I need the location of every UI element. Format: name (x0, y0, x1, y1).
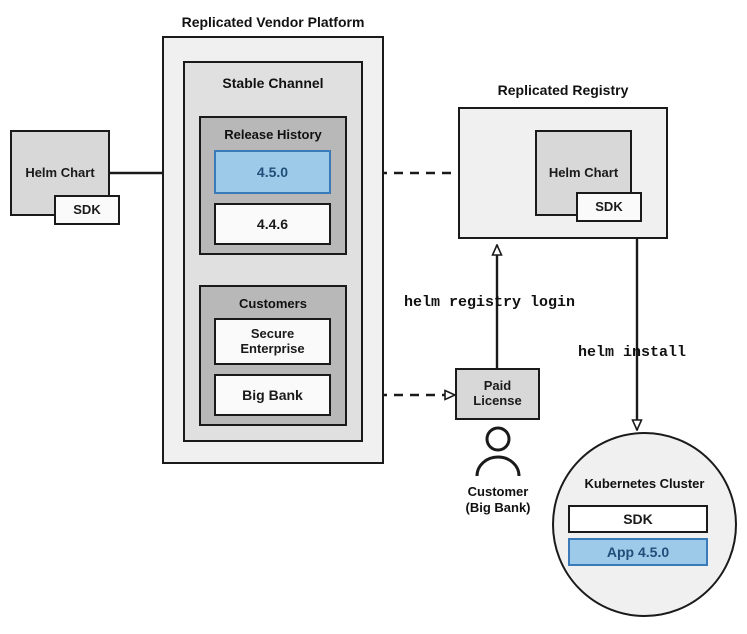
cluster-sdk-label: SDK (623, 510, 653, 527)
customers-label: Customers (239, 296, 307, 311)
kubernetes-cluster-title: Kubernetes Cluster (584, 476, 705, 491)
paid-license-label: Paid License (473, 378, 522, 408)
release-item-4-4-6[interactable]: 4.4.6 (214, 203, 331, 245)
source-sdk-label: SDK (73, 201, 101, 217)
customer-person-icon (470, 426, 526, 480)
source-sdk-box: SDK (54, 195, 120, 225)
customer-caption-line1: Customer (467, 484, 529, 499)
customer-item-secure-enterprise-label: Secure Enterprise (240, 325, 305, 356)
release-item-4-5-0-label: 4.5.0 (256, 163, 289, 180)
replicated-registry-title: Replicated Registry (497, 82, 629, 98)
cluster-app-box: App 4.5.0 (568, 538, 708, 566)
customer-caption-line2: (Big Bank) (465, 500, 531, 515)
source-helm-chart-label: Helm Chart (25, 164, 95, 180)
stable-channel-label: Stable Channel (222, 75, 324, 91)
release-history-label: Release History (224, 127, 322, 142)
cluster-sdk-box: SDK (568, 505, 708, 533)
helm-registry-login-command: helm registry login (404, 294, 576, 311)
registry-sdk-label: SDK (595, 198, 623, 214)
registry-sdk-box: SDK (576, 192, 642, 222)
customer-item-big-bank[interactable]: Big Bank (214, 374, 331, 416)
cluster-app-label: App 4.5.0 (606, 543, 670, 560)
registry-helm-chart-label: Helm Chart (548, 164, 619, 180)
customer-item-big-bank-label: Big Bank (242, 386, 303, 403)
release-item-4-5-0[interactable]: 4.5.0 (214, 150, 331, 194)
customer-item-secure-enterprise[interactable]: Secure Enterprise (214, 318, 331, 365)
helm-install-command: helm install (578, 344, 687, 361)
paid-license-box: Paid License (455, 368, 540, 420)
release-item-4-4-6-label: 4.4.6 (256, 215, 289, 232)
vendor-platform-title: Replicated Vendor Platform (181, 14, 365, 30)
